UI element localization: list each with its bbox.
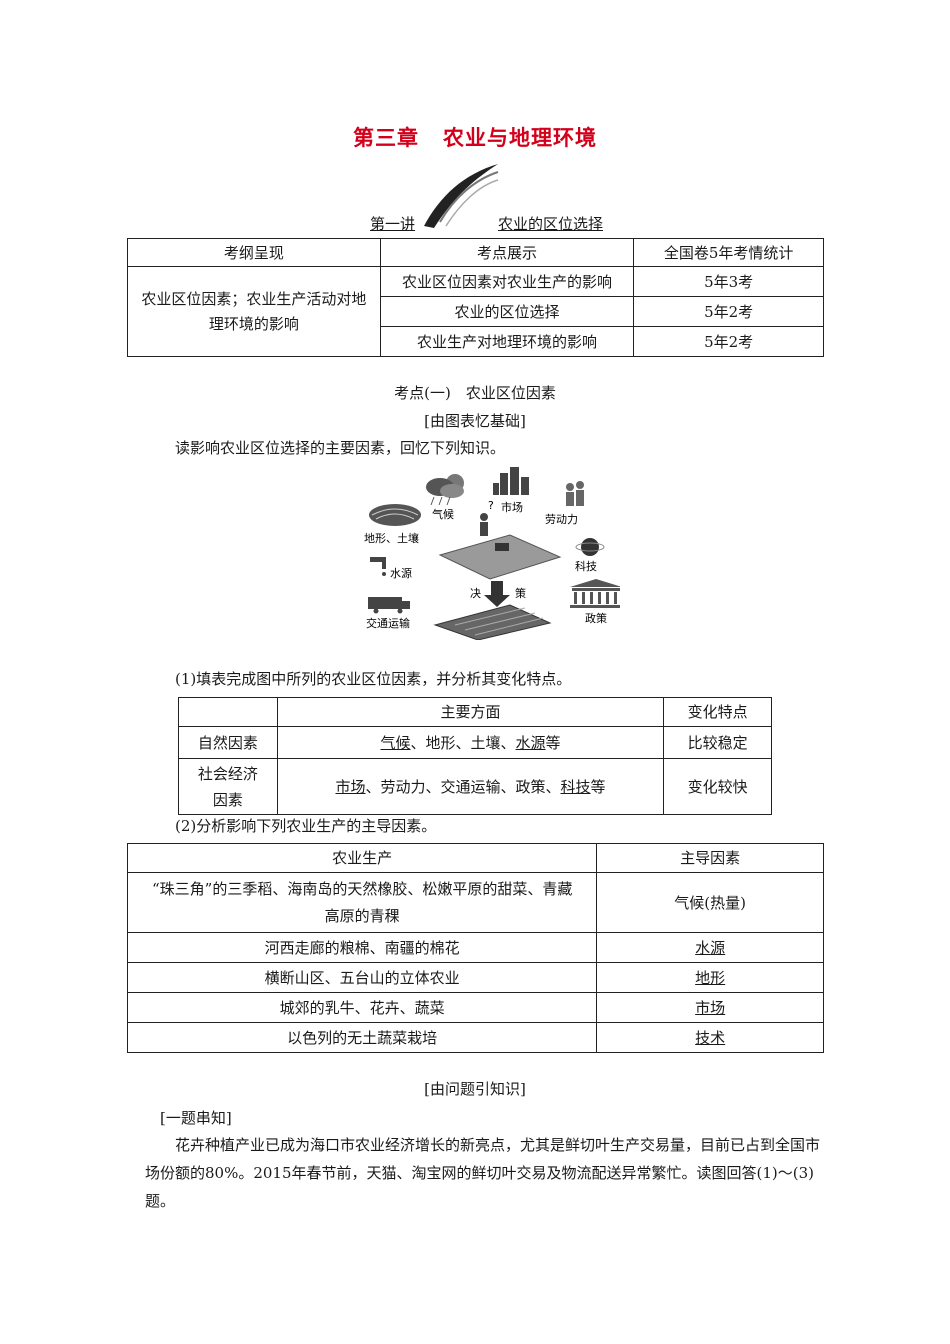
question-paragraph: 花卉种植产业已成为海口市农业经济增长的新亮点，尤其是鲜切叶生产交易量，目前已占到… [145, 1136, 821, 1210]
dominant-factor: 气候(热量) [596, 872, 824, 933]
land-parcel-icon [438, 534, 562, 580]
farmland-result-icon [433, 604, 552, 640]
farmer-icon [480, 513, 488, 536]
answer-blank: 技术 [695, 1028, 726, 1047]
factor-table: 主要方面 变化特点 自然因素 气候、地形、土壤、水源等 比较稳定 社会经济因素 … [178, 697, 772, 815]
location-factors-figure: 气候 市场 劳动力 地形、土壤 水源 ? 科技 决 策 交通运输 [364, 467, 620, 640]
chapter-number: 第三章 [353, 125, 419, 150]
natural-factor-label: 自然因素 [178, 726, 278, 759]
decision-label-2: 策 [515, 586, 526, 600]
production-item: 横断山区、五台山的立体农业 [126, 962, 598, 993]
answer-blank: 水源 [515, 733, 546, 752]
market-icon [493, 467, 529, 495]
dominant-header-factor: 主导因素 [596, 843, 824, 873]
exam-outline-table: 考纲呈现 考点展示 全国卷5年考情统计 农业区位因素；农业生产活动对地理环境的影… [127, 238, 824, 357]
section2-subheading: [由问题引知识] [424, 1080, 526, 1098]
climate-label: 气候 [432, 507, 454, 521]
syllabus-cell: 农业区位因素；农业生产活动对地理环境的影响 [127, 266, 381, 357]
social-factor-change: 变化较快 [663, 758, 772, 815]
factor-header-empty [178, 697, 278, 727]
exam-point: 农业的区位选择 [379, 296, 635, 327]
terrain-label: 地形、土壤 [364, 531, 419, 545]
labor-icon [566, 481, 584, 506]
tech-label: 科技 [575, 559, 597, 573]
section-heading: 考点(一) 农业区位因素 [394, 384, 556, 402]
truck-icon [368, 597, 410, 614]
lecture-title: 农业的区位选择 [498, 215, 604, 233]
policy-label: 政策 [585, 611, 607, 625]
production-item: 以色列的无土蔬菜栽培 [126, 1022, 598, 1053]
dominant-factor-table: 农业生产 主导因素 “珠三角”的三季稻、海南岛的天然橡胶、松嫩平原的甜菜、青藏高… [126, 843, 824, 1053]
header-syllabus: 考纲呈现 [127, 238, 381, 267]
social-factor-label: 社会经济因素 [178, 758, 278, 815]
answer-blank: 市场 [695, 998, 726, 1017]
section-subheading: [由图表忆基础] [424, 412, 526, 430]
chapter-title: 第三章农业与地理环境 [0, 122, 950, 152]
dominant-header-production: 农业生产 [126, 843, 598, 873]
section2-tag: [一题串知] [160, 1109, 232, 1127]
dominant-factor: 技术 [596, 1022, 824, 1053]
answer-blank: 科技 [560, 777, 591, 796]
intro-text: 读影响农业区位选择的主要因素，回忆下列知识。 [175, 439, 506, 457]
exam-point: 农业区位因素对农业生产的影响 [379, 266, 635, 297]
water-icon [370, 557, 386, 576]
labor-label: 劳动力 [545, 513, 578, 526]
lecture-label: 第一讲 [370, 215, 416, 233]
decision-label-1: 决 [470, 587, 481, 600]
production-item: 河西走廊的粮棉、南疆的棉花 [126, 932, 598, 963]
chapter-name: 农业与地理环境 [443, 125, 597, 150]
social-factor-aspects: 市场、劳动力、交通运输、政策、科技等 [276, 758, 665, 815]
q1-prompt: (1)填表完成图中所列的农业区位因素，并分析其变化特点。 [175, 670, 572, 688]
header-points: 考点展示 [379, 238, 635, 267]
answer-blank: 市场 [335, 777, 366, 796]
swoosh-decoration-icon [424, 164, 499, 228]
market-label: 市场 [501, 500, 523, 514]
transport-label: 交通运输 [366, 616, 410, 630]
production-item: “珠三角”的三季稻、海南岛的天然橡胶、松嫩平原的甜菜、青藏高原的青稞 [126, 872, 598, 933]
exam-point: 农业生产对地理环境的影响 [379, 326, 635, 357]
exam-stat: 5年2考 [633, 326, 824, 357]
natural-factor-aspects: 气候、地形、土壤、水源等 [276, 726, 665, 759]
exam-stat: 5年2考 [633, 296, 824, 327]
policy-icon [570, 579, 620, 608]
dominant-factor: 市场 [596, 992, 824, 1023]
farmland-rows [454, 607, 544, 636]
climate-icon [426, 474, 464, 506]
answer-blank: 气候 [380, 733, 411, 752]
terrain-icon [369, 504, 421, 526]
tech-icon [575, 538, 605, 556]
water-label: 水源 [390, 566, 412, 580]
exam-stat: 5年3考 [633, 266, 824, 297]
dominant-factor: 水源 [596, 932, 824, 963]
question-mark: ? [488, 499, 494, 512]
production-item: 城郊的乳牛、花卉、蔬菜 [126, 992, 598, 1023]
q2-prompt: (2)分析影响下列农业生产的主导因素。 [175, 817, 437, 835]
arrow-down-icon [484, 581, 510, 607]
factor-header-aspects: 主要方面 [276, 697, 665, 727]
answer-blank: 水源 [695, 938, 726, 957]
natural-factor-change: 比较稳定 [663, 726, 772, 759]
factor-header-change: 变化特点 [663, 697, 772, 727]
dominant-factor: 地形 [596, 962, 824, 993]
farmhouse-icon [495, 543, 509, 551]
answer-blank: 地形 [695, 968, 726, 987]
header-stats: 全国卷5年考情统计 [633, 238, 824, 267]
